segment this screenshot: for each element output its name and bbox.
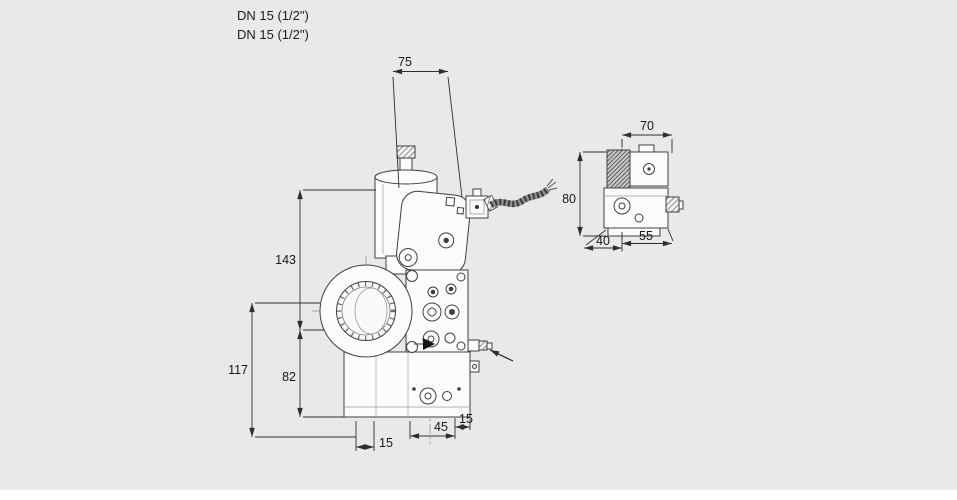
flange-bolt-bottom (406, 341, 418, 353)
connection-cable (483, 178, 558, 212)
dim-side-width-label: 70 (640, 119, 654, 133)
block-detail-ports (412, 387, 461, 405)
coil-hatched (606, 149, 631, 189)
dim-bottom-width-label: 45 (434, 420, 448, 434)
valve-mid-body (405, 269, 469, 353)
nipple-pointer-arrow (489, 349, 514, 362)
valve-front-view (319, 145, 558, 418)
dn-size-line-2: DN 15 (1/2") (237, 27, 309, 42)
side-base-plate (607, 227, 661, 237)
actuator-cap (396, 145, 416, 159)
regulator-block (343, 351, 471, 418)
dim-bottom-offset-left-label: 15 (379, 436, 393, 450)
terminal-screw-2 (456, 206, 465, 215)
test-nipple (467, 339, 493, 352)
dim-bottom-offset-right-label: 15 (459, 412, 473, 426)
flange-bolt-top (406, 270, 418, 282)
connector-top-screw (638, 144, 655, 153)
manual-adjuster-knob (665, 196, 684, 213)
page-bottom-strip (0, 490, 957, 500)
title-block: DN 15 (1/2") DN 15 (1/2") (237, 6, 309, 44)
terminal-screw-1 (445, 196, 456, 207)
actuator-top-face (374, 169, 438, 185)
dim-upper-height-label: 143 (275, 253, 296, 267)
dim-top-width-label: 75 (398, 55, 412, 69)
block-side-nub (469, 360, 480, 373)
inlet-flange (319, 264, 413, 358)
dimensions-side-view: 70 80 40 55 (562, 119, 674, 251)
dim-overall-height-label: 117 (228, 363, 248, 377)
dim-side-bottom-right-label: 55 (639, 229, 653, 243)
dn-size-line-1: DN 15 (1/2") (237, 8, 309, 23)
side-valve-body (603, 187, 669, 229)
valve-side-view (603, 144, 684, 237)
dim-lower-height-label: 82 (282, 370, 296, 384)
dim-side-bottom-left-label: 40 (596, 234, 610, 248)
dimensions-front-view: 75 143 82 117 15 45 (228, 55, 473, 451)
flow-direction-arrow (423, 338, 435, 350)
dim-side-height-label: 80 (562, 192, 576, 206)
cable-plug (465, 188, 489, 219)
solenoid-housing (396, 190, 471, 275)
